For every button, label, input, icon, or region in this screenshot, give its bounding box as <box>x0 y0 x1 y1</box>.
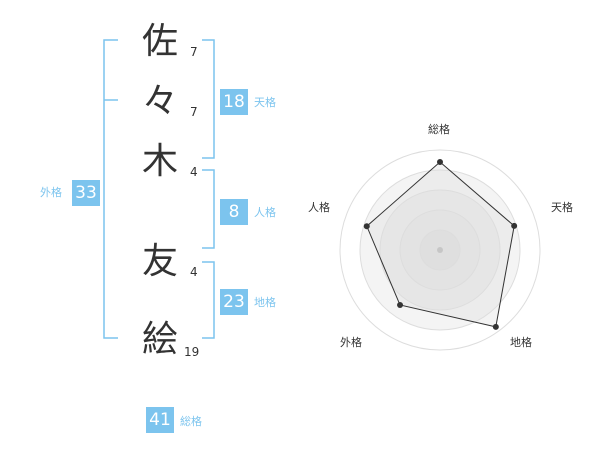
soukaku-value-badge: 41 <box>146 407 174 433</box>
radar-value-polygon <box>366 161 515 328</box>
radar-point-tenkaku <box>511 222 518 229</box>
radar-label-soukaku: 総格 <box>428 123 450 136</box>
radar-points <box>363 159 518 330</box>
stroke-count-3: 4 <box>190 165 198 179</box>
stroke-count-4: 4 <box>190 265 198 279</box>
jinkaku-label: 人格 <box>254 206 276 219</box>
radar-label-chikaku: 地格 <box>510 336 532 349</box>
radar-label-jinkaku: 人格 <box>308 201 330 214</box>
soukaku-label: 総格 <box>180 415 202 428</box>
gaikaku-label: 外格 <box>40 186 62 199</box>
radar-point-gaikaku <box>397 302 404 309</box>
name-char-3: 木 <box>141 141 178 182</box>
radar-point-jinkaku <box>363 223 370 230</box>
stroke-count-2: 7 <box>190 105 198 119</box>
radar-grid <box>339 149 541 351</box>
name-char-5: 絵 <box>141 319 178 360</box>
jinkaku-value-badge: 8 <box>220 199 248 225</box>
name-char-2: 々 <box>141 81 178 122</box>
radar-point-chikaku <box>492 323 499 330</box>
tenkaku-value-badge: 18 <box>220 89 248 115</box>
chikaku-label: 地格 <box>254 296 276 309</box>
tenkaku-label: 天格 <box>254 96 276 109</box>
radar-label-tenkaku: 天格 <box>551 201 573 214</box>
radar-label-gaikaku: 外格 <box>340 336 362 349</box>
stroke-count-1: 7 <box>190 45 198 59</box>
name-char-1: 佐 <box>141 21 178 62</box>
chikaku-value-badge: 23 <box>220 289 248 315</box>
stroke-count-5: 19 <box>184 345 200 359</box>
name-char-4: 友 <box>141 241 178 282</box>
fortune-radar-chart <box>339 149 541 351</box>
radar-point-soukaku <box>437 159 443 165</box>
gaikaku-value-badge: 33 <box>72 180 100 206</box>
